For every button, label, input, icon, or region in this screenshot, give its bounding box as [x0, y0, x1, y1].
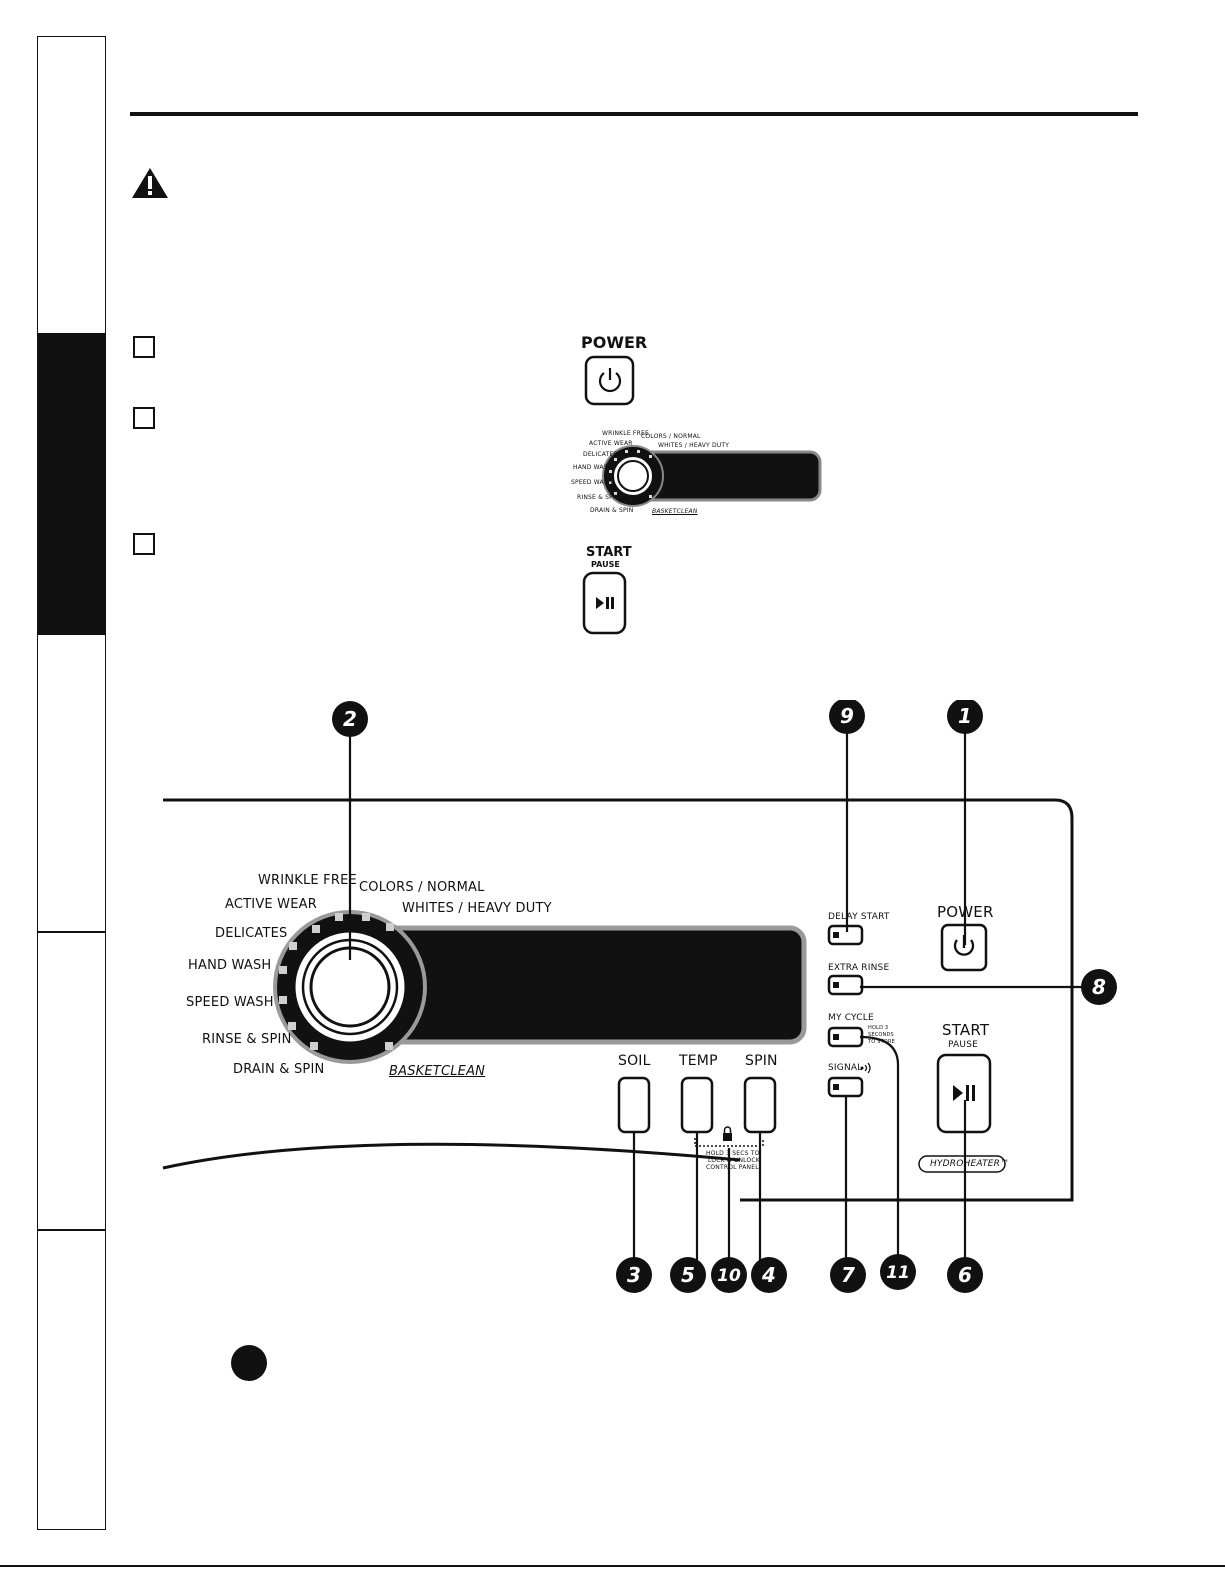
cycle-delicates: DELICATES: [215, 926, 288, 941]
small-dial-colors-normal: COLORS / NORMAL: [641, 433, 701, 440]
cycle-basketclean: BASKETCLEAN: [389, 1064, 486, 1079]
callout-10: 10: [717, 1266, 741, 1286]
callout-3: 3: [627, 1263, 641, 1287]
cycle-colors-normal: COLORS / NORMAL: [359, 880, 485, 895]
panel-pause-label: PAUSE: [948, 1040, 978, 1050]
side-tab-1[interactable]: [37, 36, 106, 334]
cycle-speed-wash: SPEED WASH: [186, 995, 274, 1010]
hydroheater-label: HYDROHEATER™: [930, 1159, 1010, 1169]
small-power-button[interactable]: [584, 355, 636, 407]
small-start-button[interactable]: [582, 571, 628, 635]
lock-hint-line-2: LOCK & UNLOCK: [708, 1157, 760, 1164]
small-dial-panel: [602, 445, 822, 507]
callout-8: 8: [1092, 975, 1106, 999]
cycle-rinse-spin: RINSE & SPIN: [202, 1032, 292, 1047]
signal-label: SIGNAL: [828, 1063, 863, 1073]
cycle-whites-heavy-duty: WHITES / HEAVY DUTY: [402, 901, 552, 916]
panel-power-label: POWER: [937, 903, 994, 921]
extra-rinse-label: EXTRA RINSE: [828, 963, 890, 973]
spin-label: SPIN: [745, 1053, 778, 1069]
small-dial-hand-wash: HAND WASH: [573, 464, 613, 471]
control-panel-diagram: 2 9 1 8 3 5 10 4 7 11 6: [162, 700, 1117, 1293]
callout-9: 9: [840, 704, 854, 728]
callout-2: 2: [343, 707, 357, 731]
header-rule: [130, 112, 1138, 116]
side-tab-4[interactable]: [37, 932, 106, 1230]
warning-icon: [132, 168, 168, 198]
lock-hint-line-3: CONTROL PANEL: [706, 1164, 759, 1171]
lock-hint-line-1: HOLD 3 SECS TO: [706, 1150, 760, 1157]
small-dial-whites-heavy-duty: WHITES / HEAVY DUTY: [658, 442, 730, 449]
callout-6: 6: [958, 1263, 972, 1287]
small-dial-rinse-spin: RINSE & SPIN: [577, 494, 620, 501]
small-dial-basketclean: BASKETCLEAN: [652, 508, 698, 515]
step-checkbox-3[interactable]: [133, 533, 155, 555]
small-dial-wrinkle-free: WRINKLE FREE: [602, 430, 649, 437]
small-dial-drain-spin: DRAIN & SPIN: [590, 507, 634, 514]
lock-icon: [723, 1126, 732, 1141]
my-cycle-hint-2: SECONDS: [868, 1032, 894, 1038]
footer-rule: [0, 1565, 1225, 1567]
cycle-active-wear: ACTIVE WEAR: [225, 897, 317, 912]
small-pause-label: PAUSE: [591, 560, 620, 569]
my-cycle-label: MY CYCLE: [828, 1013, 874, 1023]
sound-icon: [860, 1062, 871, 1074]
temp-label: TEMP: [679, 1053, 718, 1069]
step-checkbox-1[interactable]: [133, 336, 155, 358]
side-tab-3[interactable]: [37, 634, 106, 932]
small-dial-active-wear: ACTIVE WEAR: [589, 440, 633, 447]
panel-start-label: START: [942, 1021, 990, 1039]
side-tab-5[interactable]: [37, 1230, 106, 1530]
my-cycle-hint-1: HOLD 3: [868, 1025, 889, 1031]
side-tab-2-active[interactable]: [37, 334, 106, 634]
my-cycle-hint-3: TO STORE: [868, 1039, 895, 1045]
callout-1: 1: [958, 704, 972, 728]
cycle-drain-spin: DRAIN & SPIN: [233, 1062, 325, 1077]
cycle-wrinkle-free: WRINKLE FREE: [258, 873, 357, 888]
small-dial-speed-wash: SPEED WASH: [571, 479, 613, 486]
power-icon: [598, 372, 622, 393]
delay-start-label: DELAY START: [828, 912, 890, 922]
small-power-label: POWER: [581, 333, 648, 352]
small-dial-delicates: DELICATES: [583, 451, 618, 458]
play-pause-icon: [596, 597, 614, 609]
small-start-label: START: [586, 545, 632, 560]
callout-7: 7: [841, 1263, 855, 1287]
soil-label: SOIL: [618, 1053, 651, 1069]
callout-4: 4: [761, 1263, 776, 1287]
bullet-circle: [231, 1345, 267, 1381]
cycle-hand-wash: HAND WASH: [188, 958, 272, 973]
callout-5: 5: [681, 1263, 695, 1287]
step-checkbox-2[interactable]: [133, 407, 155, 429]
callout-11: 11: [886, 1263, 910, 1283]
